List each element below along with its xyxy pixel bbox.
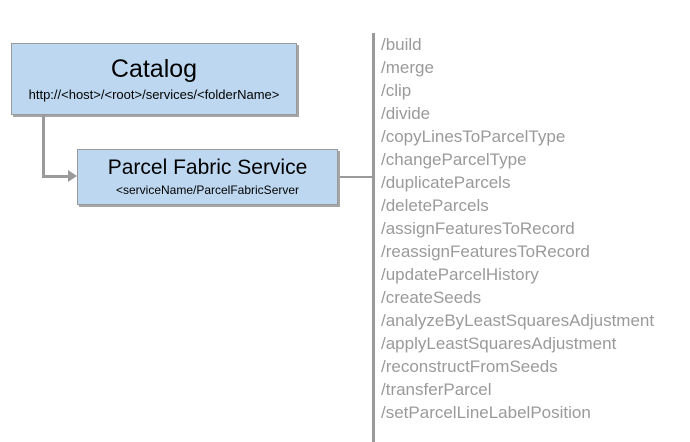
list-item: /reconstructFromSeeds <box>381 357 558 376</box>
connector-service-to-operations <box>340 176 373 178</box>
catalog-node: Catalog http://<host>/<root>/services/<f… <box>11 43 297 115</box>
list-item: /copyLinesToParcelType <box>381 127 566 146</box>
operations-list-divider <box>372 33 375 442</box>
list-item: /deleteParcels <box>381 196 489 215</box>
list-item: /divide <box>381 104 431 123</box>
list-item: /setParcelLineLabelPosition <box>381 403 591 422</box>
catalog-node-title: Catalog <box>110 54 198 83</box>
list-item: /reassignFeaturesToRecord <box>381 242 590 261</box>
parcel-fabric-service-node: Parcel Fabric Service <serviceName/Parce… <box>77 149 338 205</box>
catalog-node-url: http://<host>/<root>/services/<folderNam… <box>28 87 280 103</box>
list-item: /assignFeaturesToRecord <box>381 219 575 238</box>
service-node-title: Parcel Fabric Service <box>107 156 308 180</box>
list-item: /applyLeastSquaresAdjustment <box>381 334 617 353</box>
list-item: /changeParcelType <box>381 150 527 169</box>
list-item: /merge <box>381 58 434 77</box>
arrowhead-icon <box>68 170 77 182</box>
service-node-path: <serviceName/ParcelFabricServer <box>115 182 300 197</box>
connector-catalog-vertical <box>42 115 45 178</box>
list-item: /createSeeds <box>381 288 482 307</box>
list-item: /clip <box>381 81 412 100</box>
list-item: /updateParcelHistory <box>381 265 539 284</box>
list-item: /analyzeByLeastSquaresAdjustment <box>381 311 655 330</box>
list-item: /transferParcel <box>381 380 492 399</box>
list-item: /build <box>381 35 422 54</box>
operations-list: /build /merge /clip /divide /copyLinesTo… <box>381 33 681 424</box>
connector-catalog-horizontal <box>42 175 70 178</box>
list-item: /duplicateParcels <box>381 173 511 192</box>
